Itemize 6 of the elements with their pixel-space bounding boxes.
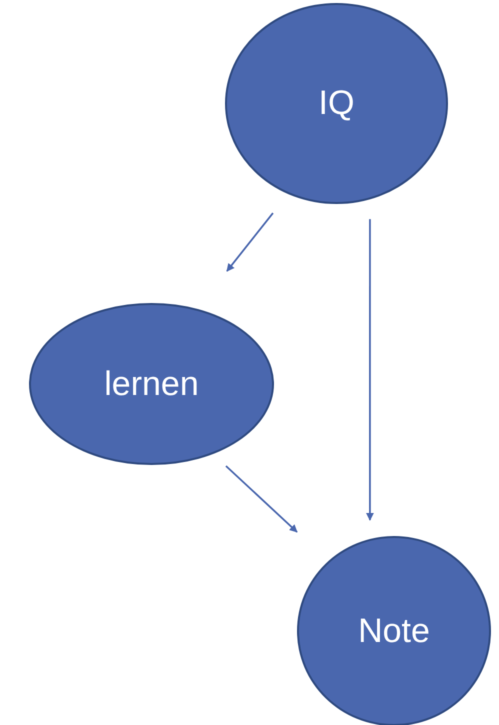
- arrow: [366, 219, 374, 521]
- arrow: [226, 212, 274, 272]
- arrow: [225, 465, 298, 533]
- node-label: lernen: [104, 364, 199, 404]
- node-label: IQ: [318, 84, 354, 123]
- node-label: Note: [358, 612, 430, 650]
